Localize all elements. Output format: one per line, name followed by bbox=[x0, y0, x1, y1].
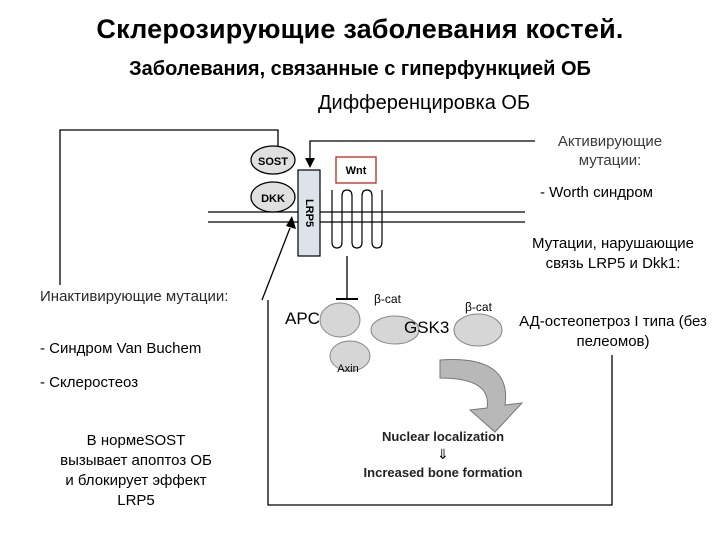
worth-syndrome: - Worth синдром bbox=[540, 184, 653, 201]
gsk3-label: GSK3 bbox=[404, 318, 449, 337]
ad-osteopetrosis: АД-остеопетроз I типа (без пелеомов) bbox=[519, 313, 707, 350]
normal-note-arrowhead bbox=[286, 216, 296, 229]
axin-label: Axin bbox=[337, 363, 358, 375]
bcat-free-shape bbox=[453, 313, 503, 347]
dkk-oval bbox=[250, 181, 296, 213]
sclerosteosis: - Склеростеоз bbox=[40, 374, 139, 391]
bcat-free-label: β-cat bbox=[465, 300, 493, 314]
nuclear-translocation-arrow bbox=[439, 359, 524, 433]
activating-arrowhead bbox=[305, 158, 315, 168]
inactivating-mutations-heading: Инактивирующие мутации: bbox=[40, 288, 229, 305]
van-buchem-syndrome: - Синдром Van Buchem bbox=[40, 340, 202, 357]
lrp5-mutations-heading: Мутации, нарушающие связь LRP5 и Dkk1: bbox=[532, 235, 694, 272]
activating-mutations-heading: Активирующие мутации: bbox=[557, 133, 663, 169]
inactivating-connector bbox=[59, 129, 279, 285]
wnt-box bbox=[335, 156, 377, 184]
nuclear-localization-label: Nuclear localization bbox=[382, 429, 504, 444]
sost-label: SOST bbox=[258, 156, 288, 168]
lrp5-label: LRP5 bbox=[303, 199, 315, 227]
frizzled-receptor bbox=[331, 189, 383, 249]
downward-double-arrow: ⇓ bbox=[437, 446, 449, 462]
dkk-label: DKK bbox=[261, 193, 285, 205]
differentiation-label: Дифференцировка ОБ bbox=[318, 92, 531, 114]
normal-sost-note: В нормеSOST вызывает апоптоз ОБ и блокир… bbox=[60, 432, 212, 509]
gsk3-shape bbox=[370, 315, 420, 345]
wnt-label: Wnt bbox=[346, 165, 367, 177]
sost-oval bbox=[250, 145, 296, 175]
lrp5-receptor bbox=[297, 169, 321, 257]
page-subtitle: Заболевания, связанные с гиперфункцией О… bbox=[129, 58, 591, 80]
increased-bone-formation-label: Increased bone formation bbox=[364, 465, 523, 480]
lrp5-mutation-connector bbox=[267, 300, 613, 506]
axin-shape bbox=[329, 340, 371, 372]
apc-shape bbox=[319, 302, 361, 338]
page-title: Склерозирующие заболевания костей. bbox=[96, 14, 624, 44]
activating-connector bbox=[309, 140, 535, 160]
bcat-complex-label: β-cat bbox=[374, 292, 402, 306]
apc-label: APC bbox=[285, 309, 320, 328]
normal-note-arrow-line bbox=[261, 227, 291, 301]
